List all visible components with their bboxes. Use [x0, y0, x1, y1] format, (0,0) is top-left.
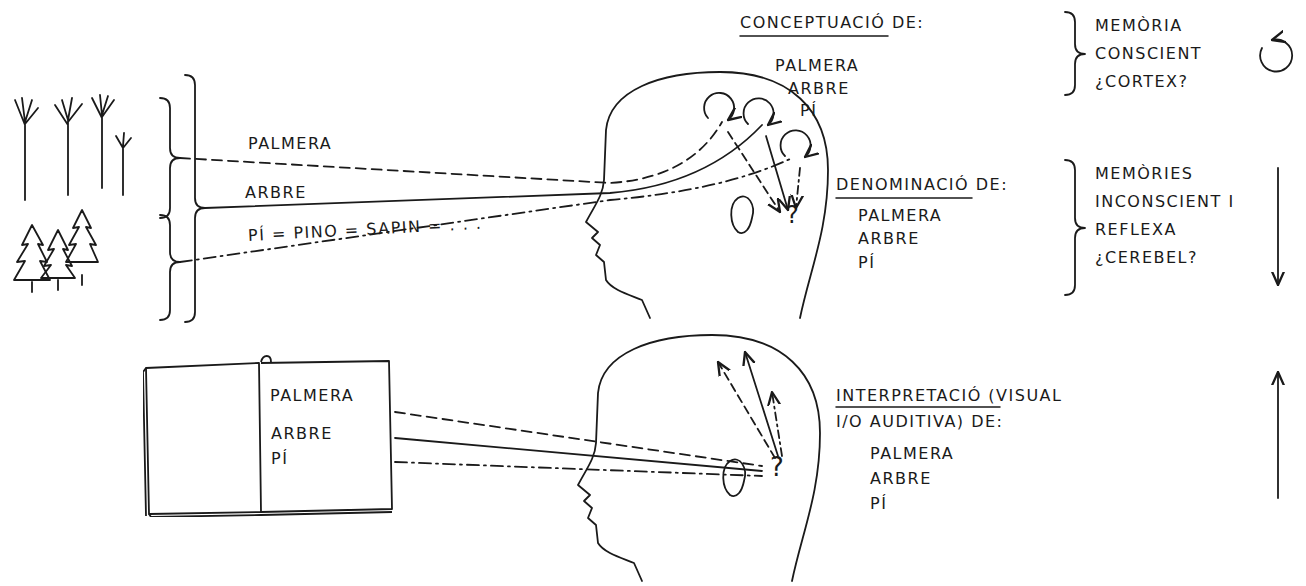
label-text: CONCEPTUACIÓ DE:: [740, 12, 924, 34]
underlines: [740, 36, 1000, 407]
reading-line: [395, 462, 762, 476]
reading-line: [395, 438, 762, 471]
label-text: ARBRE: [870, 468, 932, 490]
label-text: PALMERA: [248, 133, 332, 155]
label-text: MEMÒRIES INCONSCIENT I REFLEXA ¿CEREBEL?: [1095, 160, 1235, 272]
interpretation-arrows: [718, 352, 782, 458]
label-text: PÍ: [858, 252, 875, 274]
label-text: ARBRE: [858, 228, 920, 250]
label-text: PALMERA: [858, 205, 942, 227]
label-text: PÍ = PINO = SAPIN = . . .: [247, 213, 483, 247]
palm-trees: [15, 95, 131, 200]
label-text: PALMERA: [870, 443, 954, 465]
label-text: ARBRE: [788, 78, 850, 100]
book-word: ARBRE: [271, 423, 333, 445]
recall-arrows: [728, 132, 800, 212]
label-text: DENOMINACIÓ DE:: [836, 174, 1008, 196]
label-text: ?: [786, 204, 800, 226]
direction-arrows: [1260, 39, 1292, 498]
label-text: PÍ: [870, 493, 887, 515]
label-text: INTERPRETACIÓ (VISUAL I/O AUDITIVA) DE:: [836, 383, 1086, 435]
question-mark-node: ?: [762, 450, 796, 494]
label-text: MEMÒRIA CONSCIENT ¿CORTEX?: [1095, 12, 1235, 96]
brackets: [160, 12, 1085, 322]
reading-line: [395, 412, 762, 466]
question-mark: ?: [770, 456, 785, 478]
label-text: ARBRE: [245, 182, 307, 204]
memory-loops: [704, 93, 810, 157]
head-profile: [578, 335, 820, 581]
book-word: PALMERA: [270, 385, 354, 407]
pine-trees: [14, 210, 98, 292]
book-outline: [143, 352, 395, 517]
label-text: PÍ: [800, 100, 817, 122]
book: PALMERA ARBRE PÍ: [143, 352, 395, 517]
perception-lines: [180, 122, 792, 262]
head-profile: [586, 72, 828, 318]
label-text: PALMERA: [775, 55, 859, 77]
book-word: PÍ: [271, 448, 288, 470]
